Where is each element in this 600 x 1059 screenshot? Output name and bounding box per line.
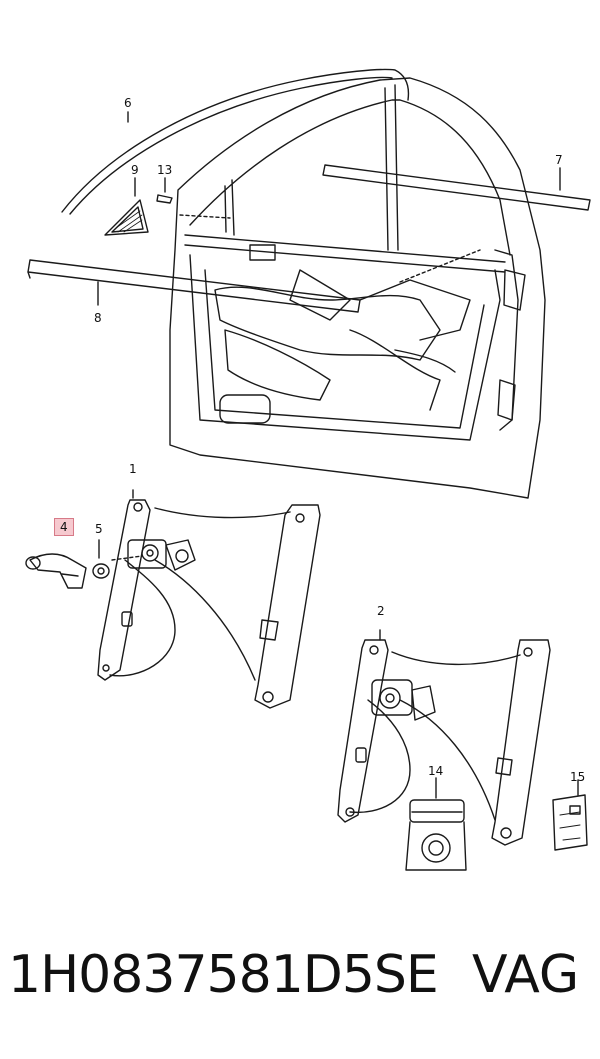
door-shell <box>170 78 545 498</box>
callout-4-highlighted[interactable]: 4 <box>54 518 74 536</box>
part-9-mirror-cover <box>105 178 148 235</box>
callout-15: 15 <box>570 770 586 784</box>
part-number: 1H0837581D5SE <box>8 945 439 1005</box>
callout-9: 9 <box>131 163 139 177</box>
part-2-window-regulator <box>338 630 550 845</box>
part-5-washer <box>93 540 142 578</box>
part-13-screw <box>157 178 172 203</box>
part-1-window-regulator <box>98 490 320 708</box>
callout-14: 14 <box>428 764 444 778</box>
callout-8: 8 <box>94 311 102 325</box>
callout-7: 7 <box>555 153 563 167</box>
part-4-crank-handle <box>26 554 86 588</box>
callout-1: 1 <box>129 462 137 476</box>
callout-13: 13 <box>157 163 173 177</box>
callout-2: 2 <box>377 604 385 618</box>
callout-6: 6 <box>124 96 132 110</box>
callout-5: 5 <box>95 522 103 536</box>
part-6-window-seal <box>62 69 408 214</box>
part-7-trim-strip <box>323 165 590 210</box>
part-14-motor <box>406 778 466 870</box>
brand-label: VAG <box>472 945 580 1005</box>
part-15-control-module <box>553 780 587 850</box>
part-8-waist-strip <box>28 260 360 312</box>
door-window-regulator-diagram <box>0 0 600 900</box>
